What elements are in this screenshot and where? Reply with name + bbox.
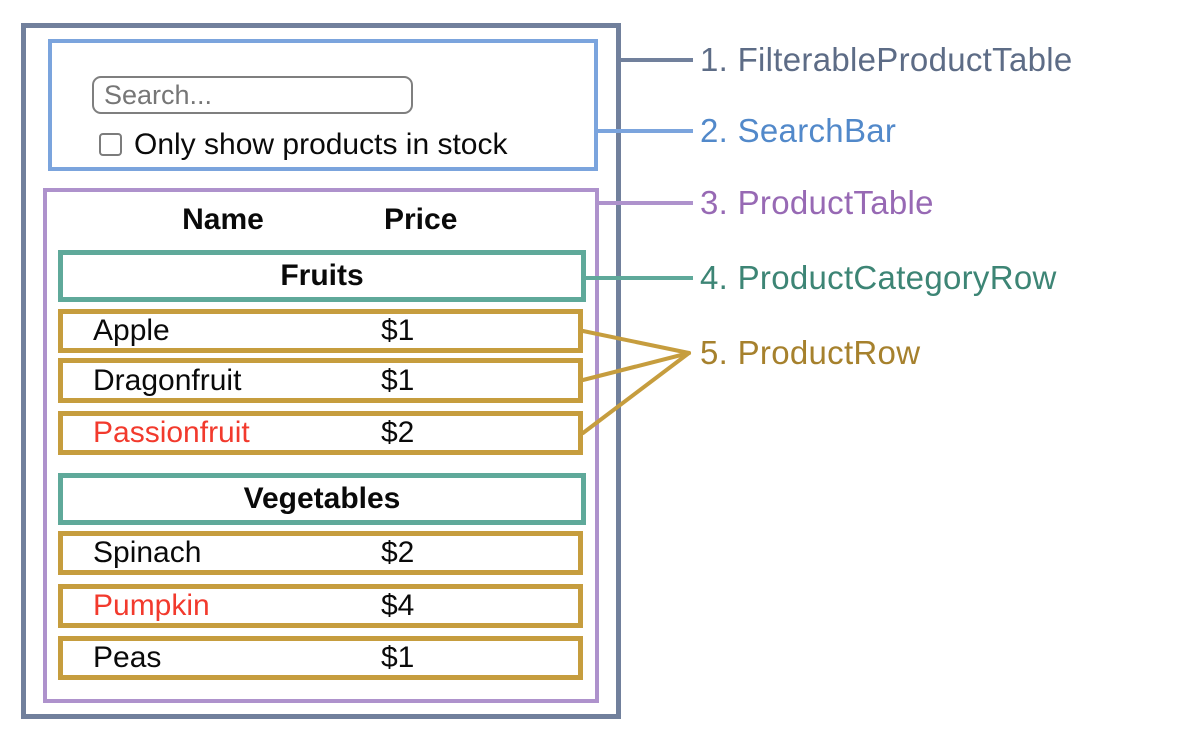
product-price: $2 [381, 536, 415, 569]
product-row-peas: Peas $1 [58, 636, 583, 680]
product-name: Pumpkin [93, 589, 210, 622]
product-name: Dragonfruit [93, 363, 242, 397]
annotation-product-table: 3. ProductTable [700, 184, 934, 221]
category-row-fruits: Fruits [58, 250, 586, 302]
product-price: $2 [381, 416, 415, 449]
annotation-product-category-row: 4. ProductCategoryRow [700, 259, 1057, 296]
product-name: Apple [93, 314, 170, 347]
product-row-pumpkin: Pumpkin $4 [58, 584, 583, 628]
product-name: Spinach [93, 536, 202, 569]
category-label: Fruits [280, 259, 364, 292]
product-price: $1 [381, 314, 415, 347]
product-row-apple: Apple $1 [58, 309, 583, 353]
search-bar-box: Only show products in stock [48, 39, 598, 171]
table-header-row: Name Price [47, 202, 595, 238]
column-header-name: Name [182, 203, 264, 236]
product-price: $1 [381, 641, 415, 674]
column-header-price: Price [384, 203, 458, 236]
product-row-dragonfruit: Dragonfruit $1 [58, 358, 583, 403]
annotation-product-row: 5. ProductRow [700, 334, 921, 371]
stock-checkbox-label: Only show products in stock [134, 128, 508, 161]
product-name: Peas [93, 641, 162, 674]
product-table-box: Name Price Fruits Apple $1 Dragonfruit $… [43, 188, 599, 703]
search-input[interactable] [92, 76, 413, 114]
product-name: Passionfruit [93, 416, 250, 449]
category-row-vegetables: Vegetables [58, 473, 586, 525]
product-price: $4 [381, 589, 415, 622]
product-row-passionfruit: Passionfruit $2 [58, 411, 583, 455]
stock-checkbox[interactable] [99, 133, 122, 156]
category-label: Vegetables [243, 482, 401, 515]
annotation-search-bar: 2. SearchBar [700, 112, 897, 149]
product-row-spinach: Spinach $2 [58, 531, 583, 575]
product-price: $1 [381, 363, 415, 397]
annotation-filterable-product-table: 1. FilterableProductTable [700, 41, 1073, 78]
